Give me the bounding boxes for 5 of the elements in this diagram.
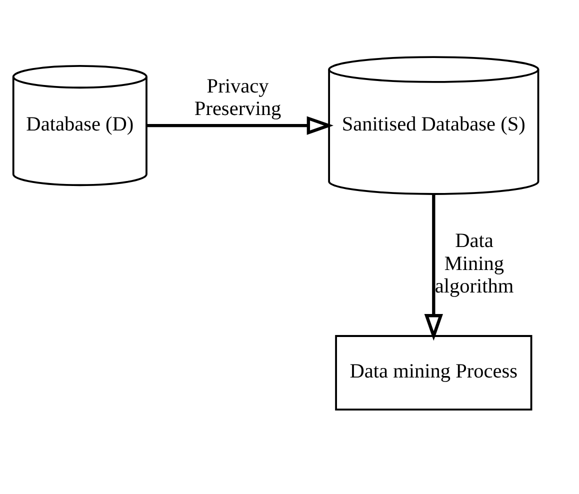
edge-label: Data Mining algorithm (434, 230, 514, 298)
edge-label: Privacy Preserving (194, 75, 282, 120)
arrow (424, 194, 443, 341)
node-box: Data mining Process (335, 335, 532, 410)
arrow (146, 116, 334, 135)
